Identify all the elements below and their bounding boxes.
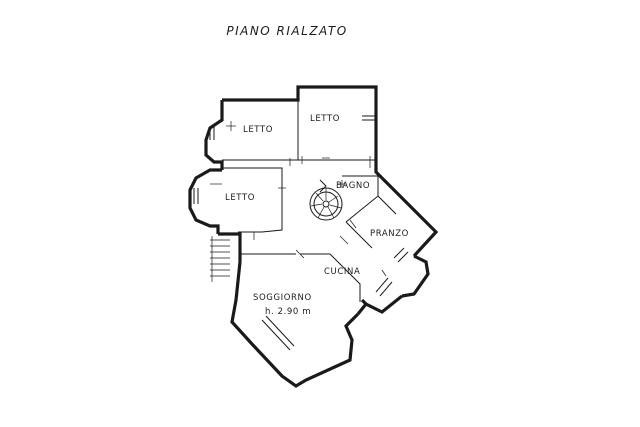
entry-stair [210, 236, 230, 282]
room-label-pranzo: PRANZO [370, 229, 409, 239]
bathroom-fixtures [338, 180, 346, 188]
spiral-stair [309, 179, 343, 221]
door-marks [210, 121, 387, 277]
room-label-letto-2: LETTO [310, 114, 340, 124]
room-label-letto-3: LETTO [225, 193, 255, 203]
room-height-note: h. 2.90 m [265, 307, 311, 317]
plan-title: PIANO RIALZATO [226, 24, 348, 38]
room-label-cucina: CUCINA [324, 267, 360, 277]
exterior-walls [188, 85, 439, 388]
room-label-bagno: BAGNO [336, 181, 370, 191]
room-label-letto-1: LETTO [243, 125, 273, 135]
room-label-soggiorno: SOGGIORNO [253, 293, 312, 303]
window-marks [193, 115, 409, 351]
